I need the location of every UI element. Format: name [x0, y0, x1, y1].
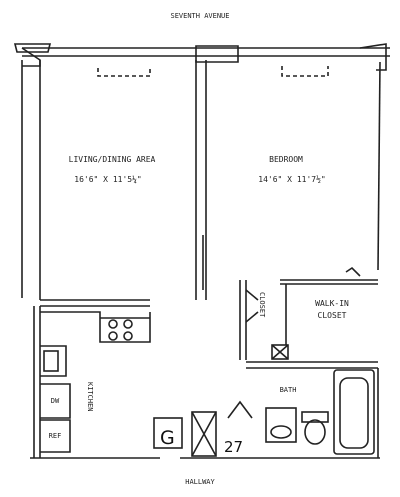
window-mark-living: [97, 68, 151, 77]
bedroom-right-wall: [377, 61, 381, 271]
dw-box: [40, 383, 71, 419]
unit-number: 27: [224, 438, 243, 456]
living-bottom-wall: [40, 299, 150, 307]
walkin-label-2: CLOSET: [318, 311, 347, 320]
bath-top-wall: [246, 361, 378, 369]
entry-door: [227, 400, 253, 419]
bath-label: BATH: [280, 386, 297, 394]
window-mark-bedroom: [281, 66, 329, 77]
bathtub: [333, 369, 375, 455]
counter: [40, 311, 151, 343]
toilet-tank: [301, 411, 329, 423]
bedroom-label: BEDROOM: [269, 155, 303, 164]
sink: [40, 345, 67, 377]
closet-door: [245, 289, 259, 323]
closet-wall: [239, 280, 247, 360]
bath-vanity: [265, 407, 297, 443]
kitchen-wall: [33, 306, 41, 458]
closet-label: CLOSET: [258, 292, 266, 318]
walkin-wall: [280, 279, 378, 345]
partition-wall: [195, 60, 207, 300]
unit-box: [191, 411, 217, 457]
unit-letter: G: [160, 427, 175, 449]
shaft: [271, 344, 289, 360]
walkin-door: [345, 266, 361, 277]
window-right: [359, 43, 387, 71]
ref-label: REF: [49, 432, 62, 440]
street-bottom-label: HALLWAY: [185, 478, 215, 486]
dw-label: DW: [51, 397, 60, 405]
column-center: [195, 45, 239, 63]
exterior-wall-left: [21, 60, 41, 300]
walkin-label-1: WALK-IN: [315, 299, 349, 308]
street-top-label: SEVENTH AVENUE: [170, 12, 229, 20]
kitchen-label: KITCHEN: [86, 382, 94, 412]
exterior-wall-top: [22, 47, 390, 57]
living-room-dims: 16'6" X 11'5¼": [74, 175, 141, 184]
ref-box: [40, 419, 71, 453]
living-room-label: LIVING/DINING AREA: [69, 155, 156, 164]
column-left: [13, 43, 52, 53]
window-left: [21, 47, 41, 67]
bedroom-dims: 14'6" X 11'7½": [258, 174, 325, 184]
